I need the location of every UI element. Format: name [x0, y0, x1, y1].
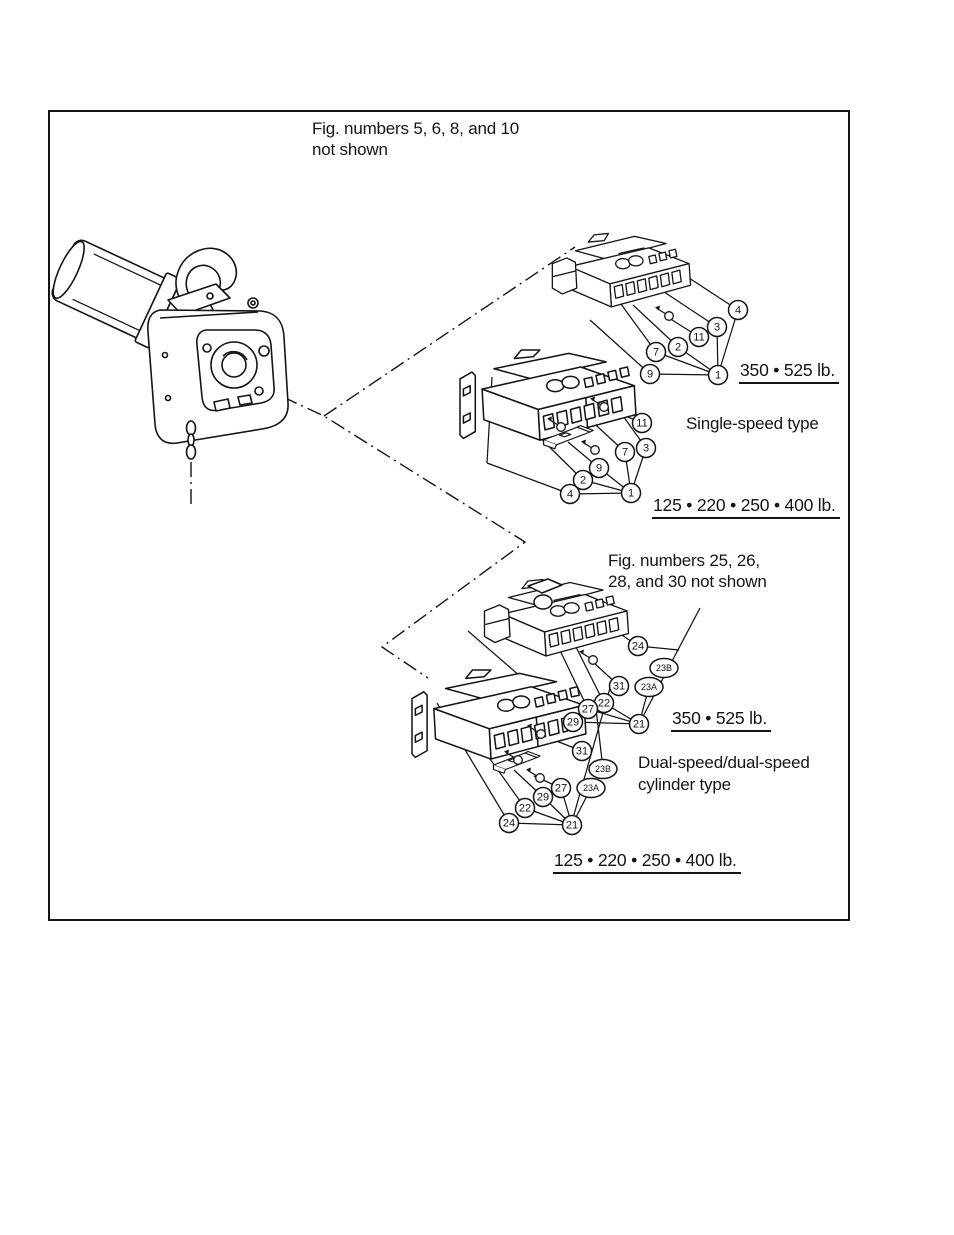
- single-speed-350-callouts: 4 3 11 2 79 1: [639, 299, 749, 386]
- callout-23A: 23A: [576, 777, 606, 799]
- label-line: cylinder type: [638, 775, 731, 794]
- callout-4: 4: [727, 299, 749, 321]
- svg-text:23A: 23A: [641, 682, 657, 692]
- diagram-border: [48, 110, 850, 921]
- callout-7: 7: [645, 341, 667, 363]
- label-weight-dual-heavy: 350 • 525 lb.: [671, 708, 771, 732]
- callout-21: 21: [628, 713, 650, 735]
- svg-text:1: 1: [628, 488, 634, 500]
- callout-22: 22: [593, 692, 615, 714]
- callout-27: 27: [577, 698, 599, 720]
- svg-text:23B: 23B: [595, 764, 611, 774]
- note-line: Fig. numbers 25, 26,: [608, 551, 760, 570]
- callout-7: 7: [614, 441, 636, 463]
- svg-text:4: 4: [735, 305, 741, 317]
- callout-11: 11: [688, 326, 710, 348]
- callout-4: 4: [559, 483, 581, 505]
- callout-27: 27: [550, 777, 572, 799]
- assembly-dual-speed-350: [483, 578, 630, 665]
- svg-text:11: 11: [693, 332, 704, 344]
- svg-text:24: 24: [503, 818, 515, 830]
- note-line: not shown: [312, 140, 388, 159]
- underlined-weight: 350 • 525 lb.: [671, 708, 771, 732]
- callout-3: 3: [635, 437, 657, 459]
- label-weight-single-light: 125 • 220 • 250 • 400 lb.: [652, 495, 840, 519]
- dash-lines: [190, 246, 576, 679]
- hoist-drawing: [51, 239, 289, 460]
- callout-11: 11: [631, 412, 653, 434]
- callout-29: 29: [532, 786, 554, 808]
- note-line: 28, and 30 not shown: [608, 572, 767, 591]
- hoist-chain: [185, 420, 197, 460]
- callout-31: 31: [608, 675, 630, 697]
- underlined-weight: 125 • 220 • 250 • 400 lb.: [652, 495, 840, 519]
- svg-text:22: 22: [519, 803, 531, 815]
- svg-text:23A: 23A: [583, 783, 599, 793]
- assembly-single-speed-125: [459, 349, 637, 455]
- svg-text:1: 1: [715, 370, 721, 382]
- callout-23B: 23B: [649, 657, 679, 679]
- label-dual-speed-type: Dual-speed/dual-speed cylinder type: [638, 752, 810, 796]
- svg-text:27: 27: [582, 704, 594, 716]
- assembly-dual-speed-125: [411, 669, 587, 783]
- callout-24: 24: [627, 635, 649, 657]
- svg-text:31: 31: [576, 746, 588, 758]
- svg-text:22: 22: [598, 698, 610, 710]
- underlined-weight: 350 • 525 lb.: [739, 360, 839, 384]
- svg-text:2: 2: [580, 475, 586, 487]
- svg-text:21: 21: [566, 820, 578, 832]
- svg-text:23B: 23B: [656, 663, 672, 673]
- callout-9: 9: [588, 457, 610, 479]
- svg-text:2: 2: [675, 342, 681, 354]
- svg-text:21: 21: [633, 719, 645, 731]
- callout-2: 2: [667, 336, 689, 358]
- svg-text:9: 9: [596, 463, 602, 475]
- label-line: Dual-speed/dual-speed: [638, 753, 810, 772]
- single-speed-125-callouts: 11 3 7 924 1: [559, 412, 657, 505]
- note-figures-top: Fig. numbers 5, 6, 8, and 10 not shown: [312, 118, 519, 160]
- label-single-speed-type: Single-speed type: [686, 414, 819, 433]
- callout-1: 1: [707, 364, 729, 386]
- svg-text:3: 3: [714, 322, 720, 334]
- label-weight-single-heavy: 350 • 525 lb.: [739, 360, 839, 384]
- svg-text:11: 11: [636, 418, 647, 430]
- svg-text:9: 9: [647, 369, 653, 381]
- note-line: Fig. numbers 5, 6, 8, and 10: [312, 119, 520, 138]
- callout-1: 1: [620, 482, 642, 504]
- assembly-single-speed-350: [551, 232, 692, 321]
- label-weight-dual-light: 125 • 220 • 250 • 400 lb.: [553, 850, 741, 874]
- svg-text:7: 7: [622, 447, 628, 459]
- dual-speed-125-callouts: 31 23B 23A 27 29 22 24 21: [498, 740, 618, 836]
- svg-text:29: 29: [537, 792, 549, 804]
- note-figures-dual: Fig. numbers 25, 26, 28, and 30 not show…: [608, 550, 767, 592]
- callout-3: 3: [706, 316, 728, 338]
- callout-9: 9: [639, 363, 661, 385]
- svg-text:4: 4: [567, 489, 573, 501]
- svg-text:27: 27: [555, 783, 567, 795]
- svg-text:31: 31: [613, 681, 625, 693]
- svg-text:3: 3: [643, 443, 649, 455]
- underlined-weight: 125 • 220 • 250 • 400 lb.: [553, 850, 741, 874]
- svg-text:24: 24: [632, 641, 644, 653]
- callout-22: 22: [514, 797, 536, 819]
- callout-29: 29: [562, 711, 584, 733]
- svg-text:7: 7: [653, 347, 659, 359]
- svg-text:29: 29: [567, 717, 579, 729]
- callout-31: 31: [571, 740, 593, 762]
- callout-23A: 23A: [634, 676, 664, 698]
- callout-23B: 23B: [588, 758, 618, 780]
- callout-24: 24: [498, 812, 520, 834]
- callout-2: 2: [572, 469, 594, 491]
- callout-21: 21: [561, 814, 583, 836]
